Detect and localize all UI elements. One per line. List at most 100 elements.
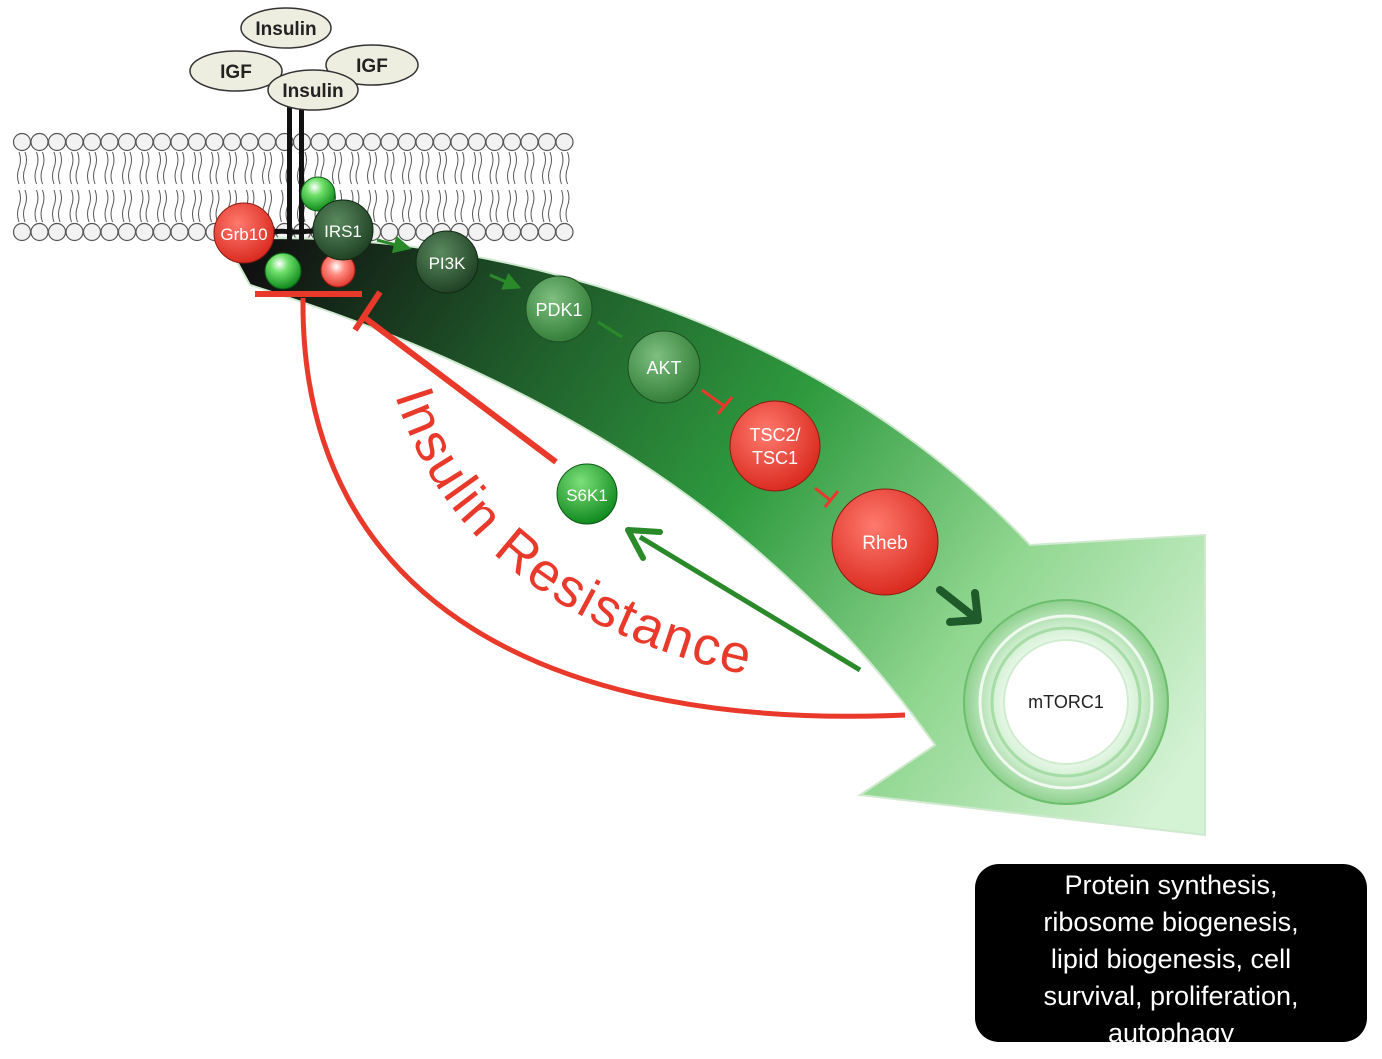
lipid-tail — [104, 189, 109, 223]
lipid-tail — [23, 189, 27, 223]
lipid-tail — [542, 151, 546, 185]
signaling-pathway-arrow — [223, 237, 1206, 837]
lipid-tail — [355, 151, 360, 185]
lipid-head — [502, 132, 522, 152]
lipid-head — [485, 132, 504, 152]
lipid-tail — [279, 151, 284, 185]
lipid-head — [205, 132, 224, 152]
lipid-tail — [419, 151, 424, 185]
lipid-tail — [384, 151, 389, 185]
lipid-head — [432, 132, 452, 152]
lipid-head — [555, 222, 574, 242]
lipid-tail — [157, 151, 161, 185]
tsc-to-rheb-inhibition-bar — [823, 490, 840, 508]
lipid-tail — [559, 189, 564, 223]
lipid-tail — [454, 151, 459, 185]
lipid-tail — [163, 189, 167, 223]
lipid-head — [152, 132, 172, 152]
lipid-tail — [58, 189, 62, 223]
node-tsc2-tsc1: TSC2/ TSC1 — [729, 400, 821, 492]
lipid-tail — [565, 189, 570, 223]
lipid-tail — [548, 189, 552, 223]
lipid-head — [12, 222, 32, 242]
lipid-tail — [93, 151, 97, 185]
lipid-tail — [390, 151, 395, 185]
lipid-head — [222, 132, 242, 152]
lipid-head — [537, 222, 557, 242]
lipid-tail — [472, 189, 476, 223]
lipid-head — [65, 222, 84, 242]
lipid-tail — [52, 189, 56, 223]
lipid-tail — [390, 189, 395, 223]
pdk1-to-akt-arrow — [597, 320, 623, 339]
mtorc1-to-s6k1-arrow — [638, 534, 862, 673]
lipid-head — [117, 132, 137, 152]
node-rheb-label: Rheb — [862, 533, 907, 554]
lipid-tail — [93, 189, 97, 223]
node-tsc-label-line2: TSC1 — [752, 448, 798, 468]
ligand-igf-right: IGF — [325, 44, 419, 86]
lipid-tail — [40, 189, 45, 223]
lipid-head — [47, 132, 67, 152]
lipid-tail — [332, 151, 336, 185]
lipid-tail — [233, 151, 237, 185]
ligand-igf-left-label: IGF — [220, 62, 252, 83]
node-grb10: Grb10 — [213, 202, 275, 264]
lipid-tail — [139, 151, 144, 185]
outcome-line: lipid biogenesis, cell — [1050, 944, 1292, 974]
lipid-tail — [478, 151, 482, 185]
lipid-tail — [513, 189, 517, 223]
lipid-tail — [373, 151, 377, 185]
lipid-head — [520, 222, 539, 242]
lipid-tail — [559, 151, 564, 185]
lipid-tail — [472, 151, 476, 185]
lipid-head — [450, 132, 469, 152]
lipid-head — [415, 132, 434, 152]
lipid-tail — [478, 189, 482, 223]
node-rheb: Rheb — [831, 488, 939, 596]
mtorc1-to-s6k1-arrowhead — [625, 527, 663, 561]
lipid-head — [65, 132, 84, 152]
lipid-tail — [244, 151, 249, 185]
lipid-tail — [40, 151, 45, 185]
lipid-head — [397, 132, 417, 152]
lipid-tail — [192, 151, 196, 185]
phospho-site-top — [300, 176, 336, 212]
lipid-head — [12, 132, 32, 152]
lipid-head — [187, 222, 207, 242]
lipid-head — [555, 132, 574, 152]
lipid-tail — [437, 151, 441, 185]
lipid-head — [362, 132, 382, 152]
node-pi3k-label: PI3K — [429, 254, 467, 273]
lipid-tail — [110, 151, 115, 185]
lipid-tail — [338, 151, 342, 185]
lipid-tail — [513, 151, 517, 185]
lipid-tail — [52, 151, 56, 185]
lipid-tail — [495, 189, 500, 223]
insulin-resistance-feedback-arc — [300, 297, 906, 719]
lipid-tail — [75, 189, 80, 223]
s6k1-inhibition-bar — [352, 290, 383, 332]
lipid-head — [502, 222, 522, 242]
cellular-outcomes-box: Protein synthesis, ribosome biogenesis, … — [975, 864, 1367, 1042]
lipid-tail — [489, 151, 494, 185]
lipid-tail — [209, 151, 214, 185]
lipid-tail — [507, 189, 511, 223]
s6k1-inhibition-line — [363, 315, 558, 465]
lipid-tail — [524, 151, 529, 185]
outcome-line: survival, proliferation, — [1043, 981, 1299, 1011]
lipid-head — [135, 222, 154, 242]
lipid-tail — [268, 151, 272, 185]
lipid-tail — [209, 189, 214, 223]
node-pi3k: PI3K — [415, 230, 479, 294]
lipid-tail — [460, 189, 465, 223]
node-pdk1-label: PDK1 — [535, 300, 582, 320]
lipid-head — [117, 222, 137, 242]
lipid-tail — [110, 189, 115, 223]
node-mtorc1-label: mTORC1 — [1028, 692, 1104, 712]
lipid-tail — [145, 151, 150, 185]
lipid-tail — [443, 151, 447, 185]
node-akt-label: AKT — [646, 358, 681, 378]
lipid-head — [47, 222, 67, 242]
